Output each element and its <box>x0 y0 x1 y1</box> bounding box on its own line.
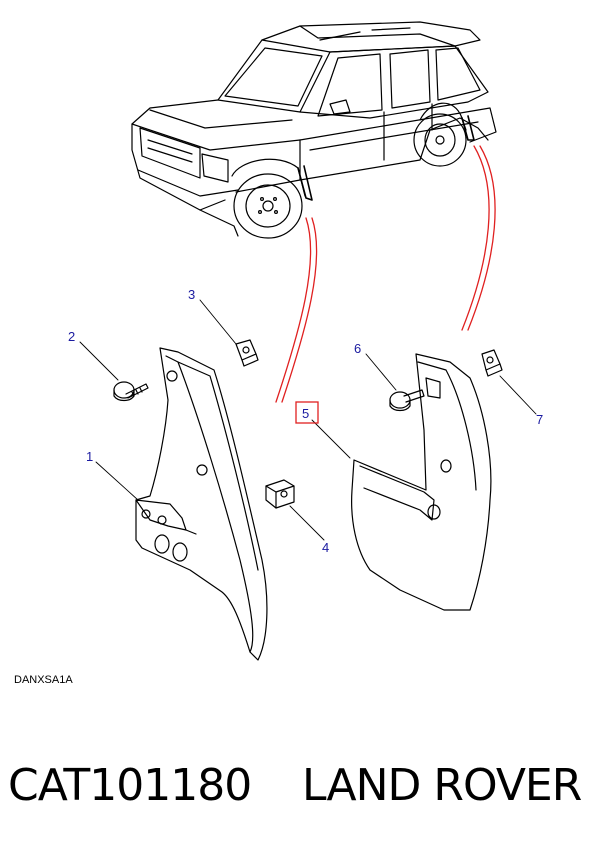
clip-nut-part-3 <box>235 339 259 367</box>
callout-4[interactable]: 4 <box>322 540 329 555</box>
clip-nut-part-4 <box>265 479 295 509</box>
parts-diagram: 1 2 3 4 5 6 7 <box>68 21 543 661</box>
screw-part-2 <box>113 381 149 402</box>
vehicle-illustration <box>131 21 497 239</box>
callout-7[interactable]: 7 <box>536 412 543 427</box>
caption: CAT101180 LAND ROVER <box>0 760 612 830</box>
clip-nut-part-7 <box>481 349 503 377</box>
screw-part-6 <box>389 389 425 412</box>
callout-1[interactable]: 1 <box>86 449 93 464</box>
callout-leaders <box>79 299 537 541</box>
callout-3[interactable]: 3 <box>188 287 195 302</box>
callout-2[interactable]: 2 <box>68 329 75 344</box>
part-number: CAT101180 <box>8 760 252 811</box>
callout-6[interactable]: 6 <box>354 341 361 356</box>
brand-name: LAND ROVER <box>302 760 582 811</box>
callout-labels: 1 2 3 4 5 6 7 <box>68 287 543 555</box>
front-mudflap-part <box>135 347 268 661</box>
drawing-code: DANXSA1A <box>14 674 73 686</box>
rear-mudflap-part <box>351 353 492 611</box>
location-leader-lines <box>275 145 496 403</box>
callout-5-highlight <box>295 401 319 424</box>
callout-5[interactable]: 5 <box>302 406 309 421</box>
